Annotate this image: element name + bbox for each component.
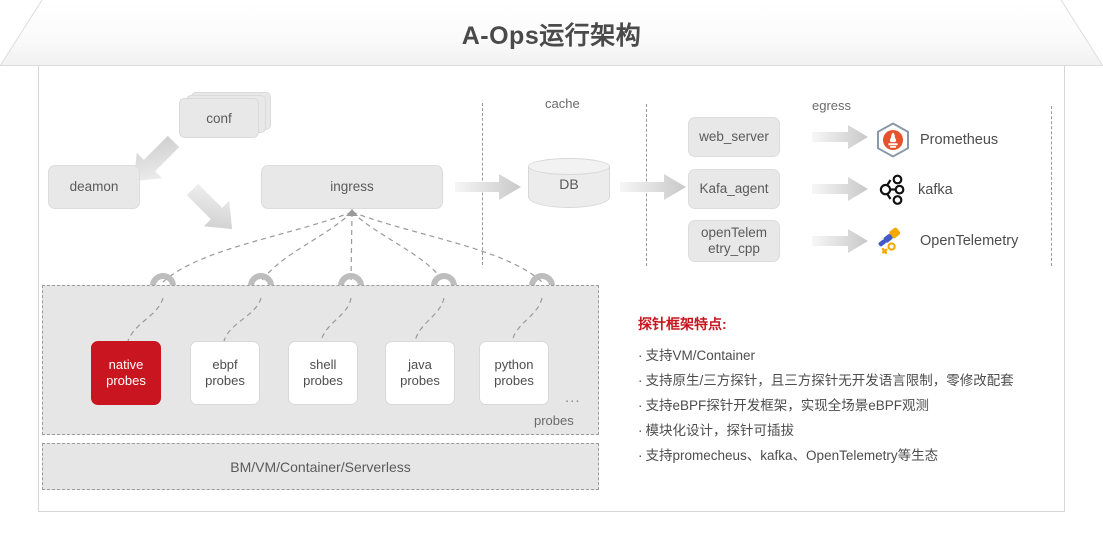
probe-box-python[interactable]: python probes: [479, 341, 549, 405]
feature-item: ·支持VM/Container: [638, 343, 1078, 368]
opentelemetry-logo-icon: [878, 227, 901, 255]
feature-text: 支持promecheus、kafka、OpenTelemetry等生态: [645, 448, 939, 463]
opentelemetry-label: OpenTelemetry: [920, 233, 1019, 249]
db-node[interactable]: DB: [528, 158, 610, 214]
egress-box-web-server[interactable]: web_server: [688, 117, 780, 157]
feature-text: 支持原生/三方探针，且三方探针无开发语言限制，零修改配套: [645, 373, 1014, 388]
probes-zone-label: probes: [534, 413, 574, 428]
feature-text: 支持eBPF探针开发框架，实现全场景eBPF观测: [645, 398, 930, 413]
diagram-frame-topline: [0, 65, 1103, 66]
egress-box-kafa-agent[interactable]: Kafa_agent: [688, 169, 780, 209]
ingress-to-probes-connectors: [162, 209, 543, 283]
opentelemetry-target[interactable]: OpenTelemetry: [876, 224, 1018, 258]
kafka-target[interactable]: kafka: [878, 172, 953, 208]
feature-item: ·模块化设计，探针可插拔: [638, 418, 1078, 443]
db-cylinder-top: [528, 158, 610, 175]
prometheus-target[interactable]: Prometheus: [876, 122, 998, 158]
bullet-icon: ·: [638, 373, 643, 388]
page-title: A-Ops运行架构: [461, 22, 642, 50]
prometheus-label: Prometheus: [920, 132, 999, 148]
bullet-icon: ·: [638, 348, 643, 363]
egress-label: egress: [812, 98, 852, 113]
features-list: ·支持VM/Container ·支持原生/三方探针，且三方探针无开发语言限制，…: [638, 343, 1078, 468]
conf-node[interactable]: conf: [179, 92, 275, 140]
prometheus-logo-icon: [877, 122, 909, 158]
feature-item: ·支持原生/三方探针，且三方探针无开发语言限制，零修改配套: [638, 368, 1078, 393]
probe-box-ebpf[interactable]: ebpf probes: [190, 341, 260, 405]
bullet-icon: ·: [638, 398, 643, 413]
probe-box-java[interactable]: java probes: [385, 341, 455, 405]
arrow-to-opentelemetry-icon: [812, 229, 868, 253]
arrow-db-to-egress-icon: [620, 174, 686, 200]
arrow-to-kafka-icon: [812, 177, 868, 201]
egress-box-opentelemetry-cpp[interactable]: openTelem etry_cpp: [688, 220, 780, 262]
kafka-label: kafka: [918, 182, 953, 198]
arrow-conf-to-ingress-icon: [186, 183, 233, 230]
probe-box-native[interactable]: native probes: [91, 341, 161, 405]
feature-item: ·支持eBPF探针开发框架，实现全场景eBPF观测: [638, 393, 1078, 418]
bullet-icon: ·: [638, 423, 643, 438]
probes-ellipsis: ...: [565, 389, 581, 406]
probe-box-shell[interactable]: shell probes: [288, 341, 358, 405]
feature-item: ·支持promecheus、kafka、OpenTelemetry等生态: [638, 443, 1078, 468]
arrow-conf-to-deamon-icon: [133, 135, 180, 182]
feature-text: 模块化设计，探针可插拔: [645, 423, 795, 438]
conf-card-front: conf: [179, 98, 259, 138]
host-zone: BM/VM/Container/Serverless: [42, 443, 599, 490]
db-label: DB: [559, 176, 579, 192]
separator-egress-right: [1051, 106, 1052, 266]
features-title: 探针框架特点:: [638, 316, 727, 332]
arrow-to-prometheus-icon: [812, 125, 868, 149]
bullet-icon: ·: [638, 448, 643, 463]
kafka-logo-icon: [879, 174, 905, 205]
arrow-ingress-to-db-icon: [455, 174, 521, 200]
ring-to-probe-connectors: [127, 297, 543, 342]
diagram-frame-top: [0, 0, 1103, 66]
cache-label: cache: [545, 96, 580, 111]
deamon-node[interactable]: deamon: [48, 165, 140, 209]
feature-text: 支持VM/Container: [645, 348, 756, 363]
ingress-node[interactable]: ingress: [261, 165, 443, 209]
